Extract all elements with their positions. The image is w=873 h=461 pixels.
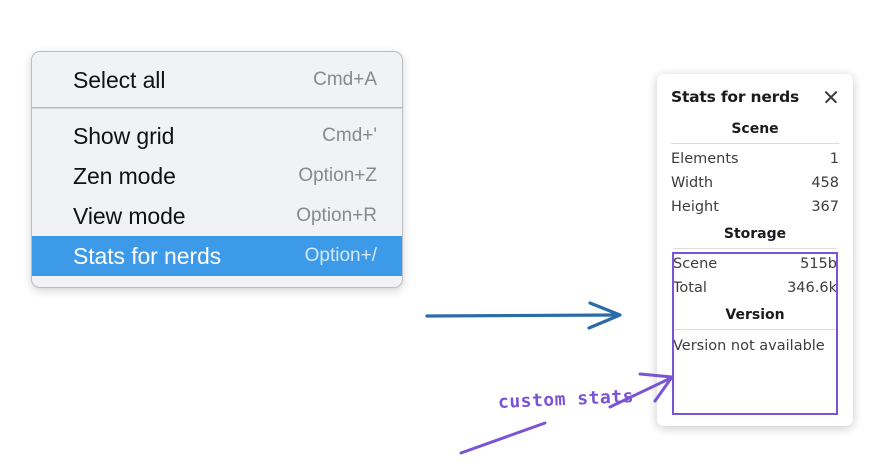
stat-label: Scene <box>673 256 718 272</box>
storage-divider <box>673 248 837 249</box>
stat-row-width: Width 458 <box>671 171 839 195</box>
stat-value: 367 <box>811 199 839 215</box>
menu-item-zen-mode[interactable]: Zen mode Option+Z <box>32 156 402 196</box>
menu-item-select-all[interactable]: Select all Cmd+A <box>32 60 402 100</box>
stat-label: Total <box>673 280 707 296</box>
menu-item-shortcut: Cmd+' <box>322 125 377 146</box>
context-menu[interactable]: Select all Cmd+A Show grid Cmd+' Zen mod… <box>31 51 403 288</box>
stat-row-height: Height 367 <box>671 195 839 219</box>
close-icon[interactable] <box>822 89 839 106</box>
menu-section-1: Select all Cmd+A <box>32 52 402 107</box>
custom-stats-annotation-label: custom stats <box>497 386 635 413</box>
stat-row-elements: Elements 1 <box>671 147 839 171</box>
menu-section-2: Show grid Cmd+' Zen mode Option+Z View m… <box>32 109 402 287</box>
menu-separator <box>32 107 402 109</box>
menu-item-shortcut: Option+R <box>296 205 377 226</box>
stat-label: Elements <box>671 151 739 167</box>
panel-header: Stats for nerds <box>671 74 839 114</box>
menu-item-shortcut: Cmd+A <box>313 69 377 90</box>
stats-for-nerds-panel: Stats for nerds Scene Elements 1 Width 4… <box>657 74 853 426</box>
menu-item-view-mode[interactable]: View mode Option+R <box>32 196 402 236</box>
panel-title: Stats for nerds <box>671 88 800 106</box>
menu-item-show-grid[interactable]: Show grid Cmd+' <box>32 116 402 156</box>
stat-value: 458 <box>811 175 839 191</box>
custom-stats-group: Storage Scene 515b Total 346.6k Version … <box>671 219 839 359</box>
menu-item-label: View mode <box>73 202 186 229</box>
purple-underline-annotation <box>459 421 547 455</box>
menu-item-stats-for-nerds[interactable]: Stats for nerds Option+/ <box>32 236 402 276</box>
stat-label: Width <box>671 175 714 191</box>
scene-section-heading: Scene <box>731 121 779 137</box>
stat-label: Height <box>671 199 719 215</box>
scene-divider <box>671 143 839 144</box>
menu-item-label: Show grid <box>73 122 175 149</box>
stat-row-storage-scene: Scene 515b <box>673 252 837 276</box>
menu-item-label: Select all <box>73 66 166 93</box>
menu-item-label: Stats for nerds <box>73 242 222 269</box>
storage-section-heading: Storage <box>723 226 787 242</box>
stat-value: 515b <box>800 256 837 272</box>
menu-item-shortcut: Option+/ <box>304 245 377 266</box>
menu-item-label: Zen mode <box>73 162 176 189</box>
version-note: Version not available <box>673 338 825 354</box>
version-divider <box>673 329 837 330</box>
blue-arrow-annotation <box>425 301 622 330</box>
menu-item-shortcut: Option+Z <box>298 165 377 186</box>
stat-value: 346.6k <box>787 280 837 296</box>
stat-row-storage-total: Total 346.6k <box>673 276 837 300</box>
version-section-heading: Version <box>725 307 785 323</box>
stat-value: 1 <box>829 151 839 167</box>
